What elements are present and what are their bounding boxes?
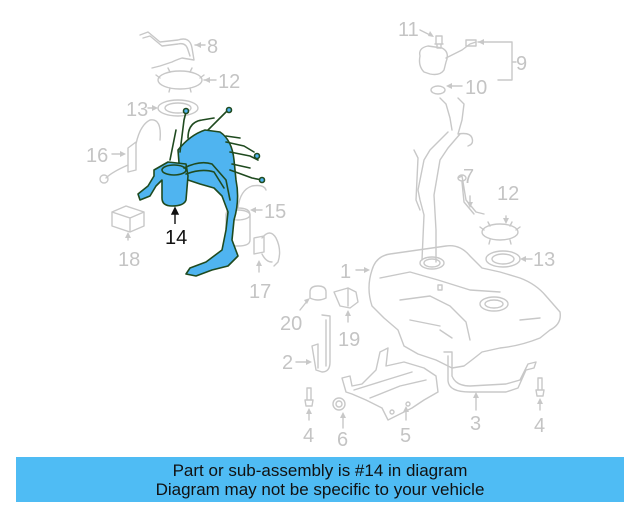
part-14-fuel-pump-assembly <box>137 106 266 277</box>
part-19-mount <box>333 287 359 309</box>
callout-13a: 13 <box>126 99 149 121</box>
part-10-o-ring <box>430 85 446 95</box>
part-4b-bolt <box>535 377 545 397</box>
part-7-vent-hose <box>457 175 485 215</box>
callout-13b: 13 <box>533 249 556 271</box>
callout-4a: 4 <box>303 425 315 447</box>
part-1-fuel-tank <box>368 245 561 369</box>
part-20-cap <box>309 285 327 301</box>
part-4a-bolt <box>304 387 314 407</box>
callout-5: 5 <box>400 425 412 447</box>
callout-6: 6 <box>337 429 349 451</box>
callout-16: 16 <box>86 145 109 167</box>
info-banner: Part or sub-assembly is #14 in diagram D… <box>16 457 624 502</box>
callout-15: 15 <box>264 201 287 223</box>
callout-3: 3 <box>470 413 482 435</box>
part-9-filler-cap <box>418 41 477 76</box>
callout-9: 9 <box>516 53 528 75</box>
callout-10: 10 <box>465 77 488 99</box>
callout-14[interactable]: 14 <box>165 227 188 249</box>
part-2-strap <box>311 314 331 373</box>
part-12b-lock-ring <box>481 223 519 241</box>
callout-20: 20 <box>280 313 303 335</box>
callout-1: 1 <box>340 261 352 283</box>
callout-11: 11 <box>398 19 419 41</box>
callout-19: 19 <box>338 329 361 351</box>
callout-18: 18 <box>118 249 141 271</box>
callout-17: 17 <box>249 281 272 303</box>
callout-2: 2 <box>282 352 294 374</box>
part-11-bolt <box>434 35 444 49</box>
part-16-sensor <box>105 119 161 179</box>
banner-line-part-number: Part or sub-assembly is #14 in diagram <box>172 461 468 480</box>
part-12a-lock-ring <box>157 70 203 90</box>
parts-diagram <box>99 29 561 429</box>
part-17-connector <box>253 232 281 267</box>
part-18-bracket <box>111 205 145 233</box>
callout-12a: 12 <box>218 71 241 93</box>
part-6-nut <box>332 397 346 411</box>
part-8-harness <box>139 31 206 69</box>
callout-4b: 4 <box>534 415 546 437</box>
part-5-heat-shield <box>341 347 439 421</box>
part-3-tank-strap <box>443 351 537 393</box>
banner-line-disclaimer: Diagram may not be specific to your vehi… <box>155 480 485 499</box>
callout-8: 8 <box>207 36 219 58</box>
callout-12b: 12 <box>497 183 520 205</box>
part-filler-neck <box>417 97 474 263</box>
callout-7: 7 <box>463 166 475 188</box>
